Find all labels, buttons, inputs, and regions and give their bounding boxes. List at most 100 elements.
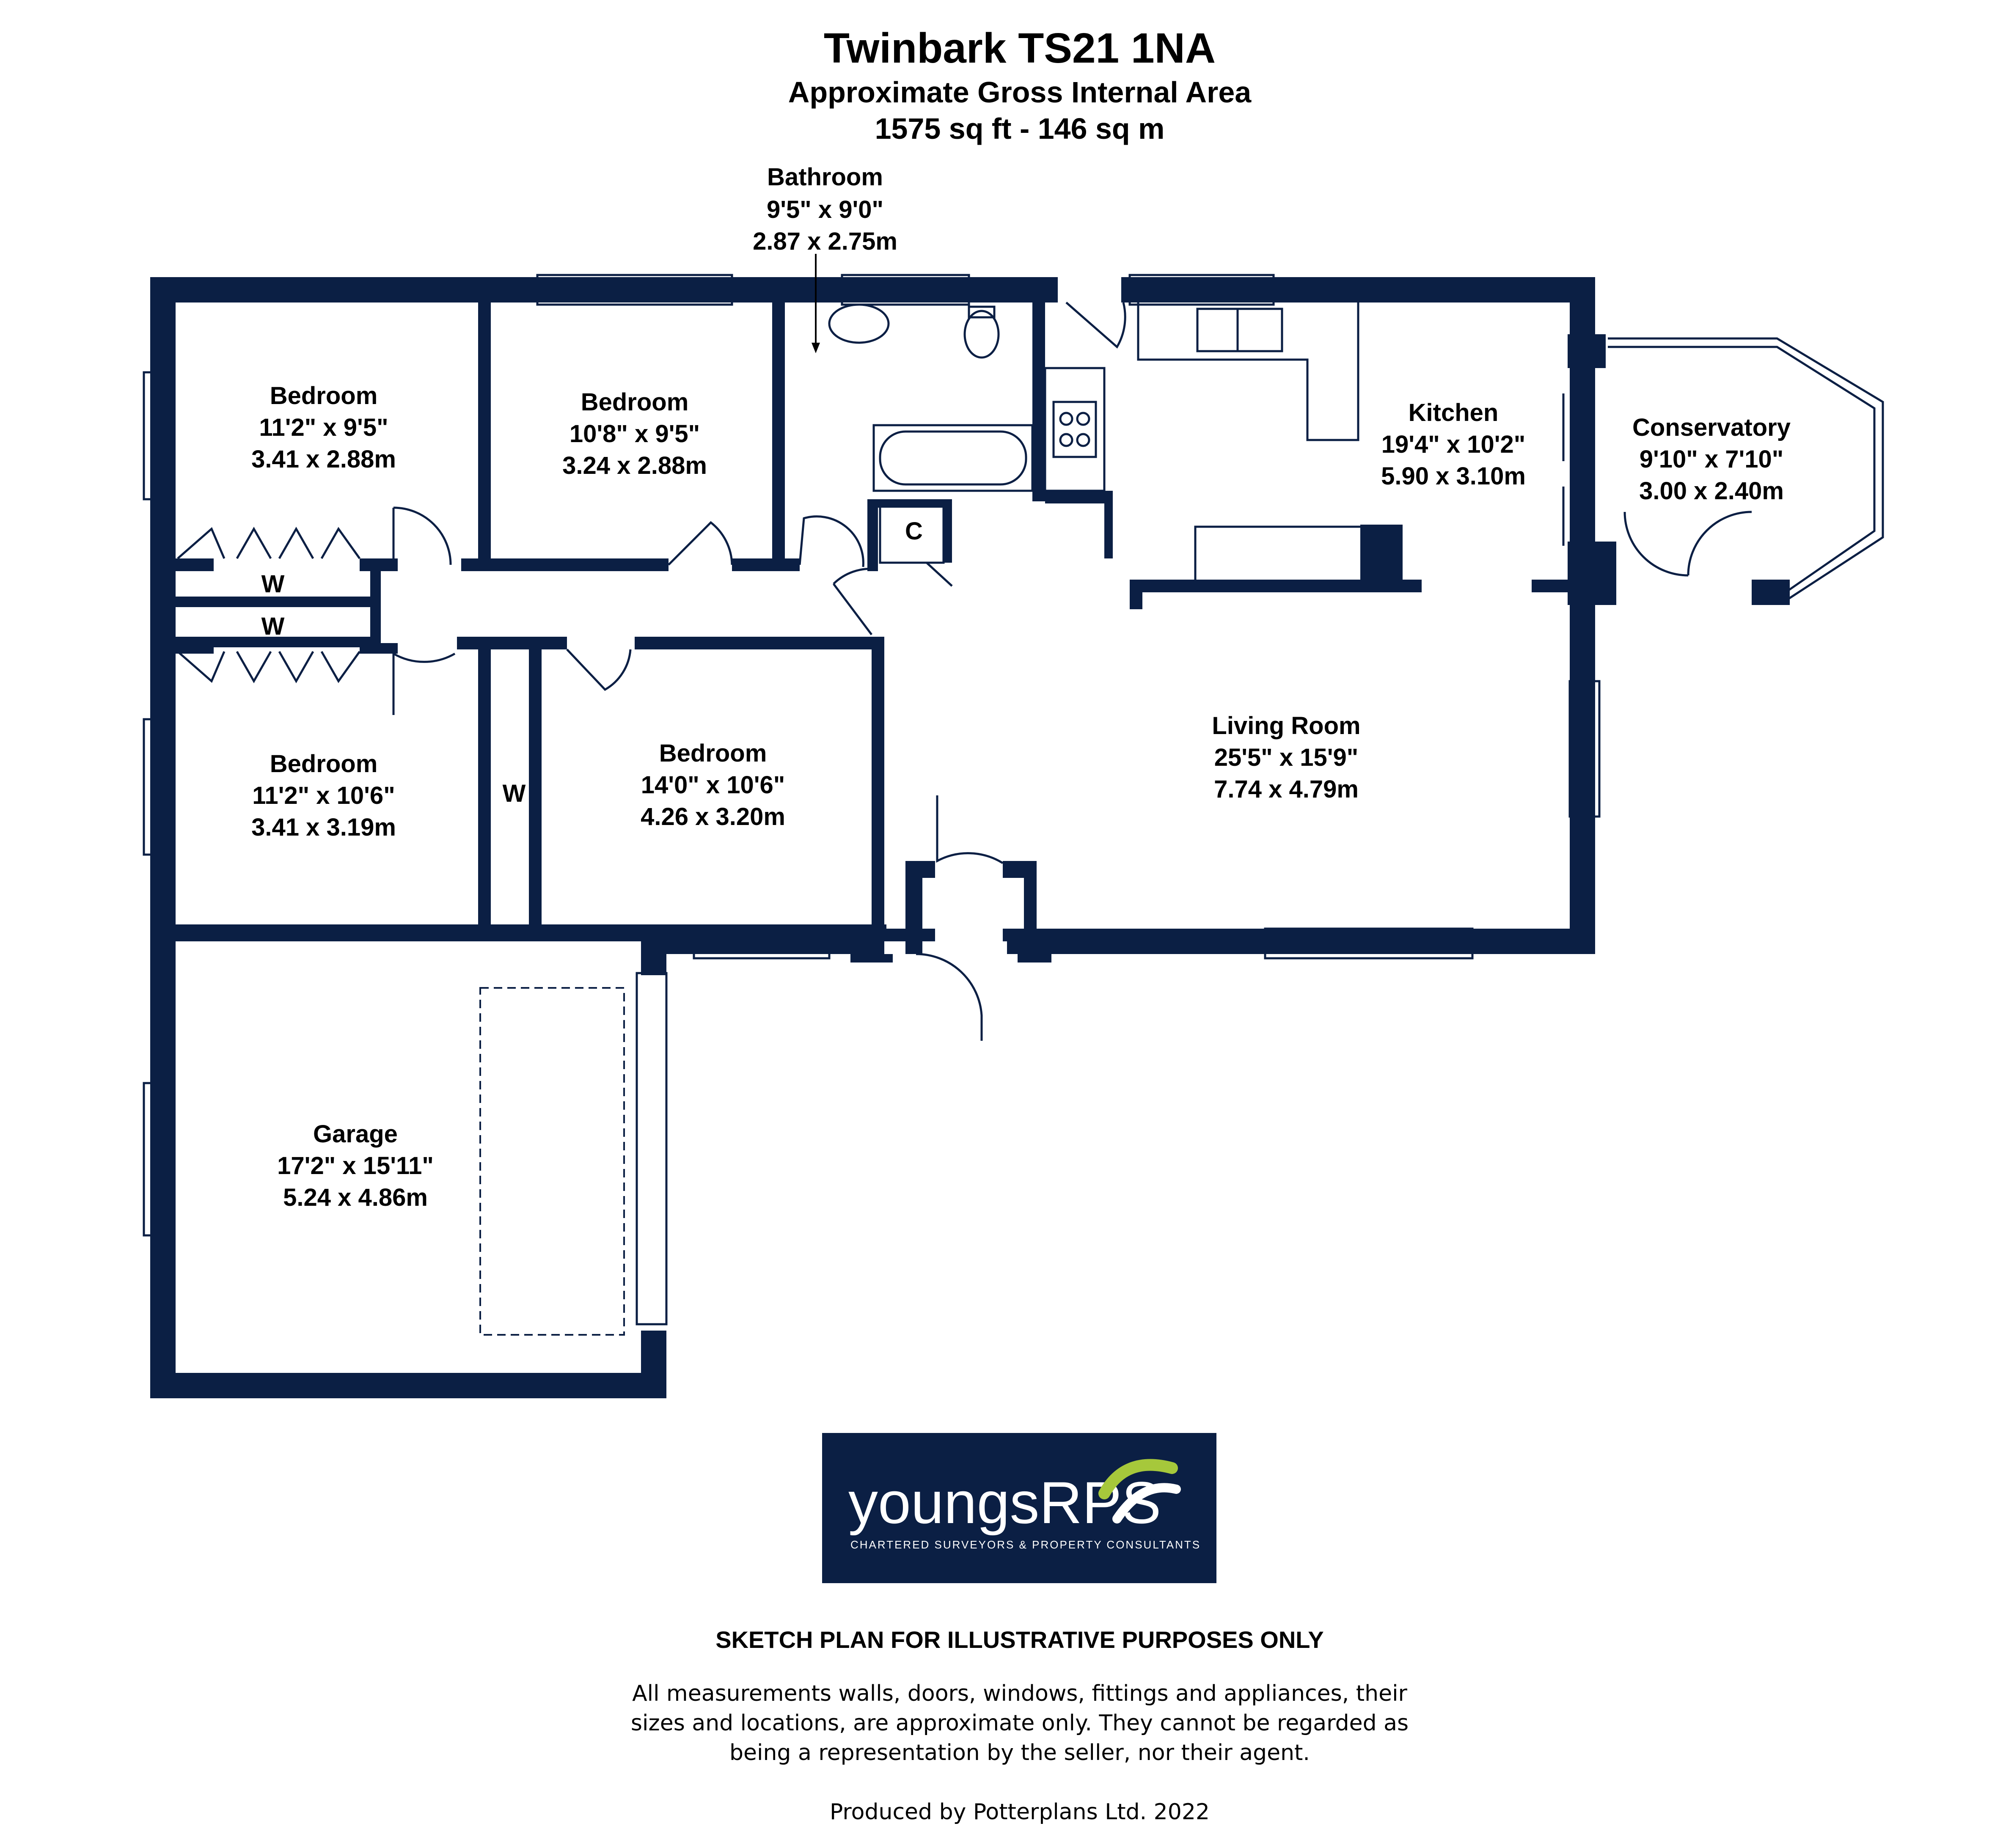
room-metric: 2.87 x 2.75m <box>753 228 897 255</box>
wall <box>635 637 876 649</box>
wardrobe-label: W <box>261 613 285 640</box>
room-imperial: 9'5" x 9'0" <box>767 196 883 223</box>
kitchen-counter <box>1137 302 1359 441</box>
wall <box>1003 929 1041 941</box>
bathroom-pointer <box>812 254 820 353</box>
disclaimer-line: sizes and locations, are approximate onl… <box>631 1710 1409 1736</box>
room-label-bedroom-4: Bedroom 14'0" x 10'6" 4.26 x 3.20m <box>641 740 785 830</box>
room-name: Garage <box>313 1120 398 1148</box>
company-logo: youngsRPS CHARTERED SURVEYORS & PROPERTY… <box>822 1433 1216 1583</box>
wall <box>944 499 952 563</box>
door <box>392 506 452 565</box>
basin-icon <box>828 303 890 344</box>
plan-area: 1575 sq ft - 146 sq m <box>875 112 1165 145</box>
plan-title: Twinbark TS21 1NA <box>824 25 1216 72</box>
walls <box>150 277 1790 1398</box>
window <box>636 972 668 1326</box>
conservatory-glazing <box>1608 337 1884 602</box>
plan-subtitle: Approximate Gross Internal Area <box>788 76 1252 109</box>
room-label-conservatory: Conservatory 9'10" x 7'10" 3.00 x 2.40m <box>1632 414 1791 505</box>
room-label-kitchen: Kitchen 19'4" x 10'2" 5.90 x 3.10m <box>1381 399 1526 490</box>
toilet-icon <box>968 305 996 319</box>
room-label-garage: Garage 17'2" x 15'11" 5.24 x 4.86m <box>277 1120 434 1211</box>
room-label-bathroom: Bathroom 9'5" x 9'0" 2.87 x 2.75m <box>753 163 897 255</box>
door <box>392 652 456 715</box>
wall <box>150 277 1058 302</box>
wall <box>176 643 214 654</box>
header: Twinbark TS21 1NA Approximate Gross Inte… <box>788 25 1252 145</box>
wall <box>850 954 893 962</box>
wardrobe-door <box>177 526 361 559</box>
room-imperial: 10'8" x 9'5" <box>570 420 700 448</box>
wall <box>150 1373 666 1398</box>
room-metric: 5.90 x 3.10m <box>1381 462 1526 490</box>
room-metric: 4.26 x 3.20m <box>641 803 785 830</box>
door <box>926 562 953 587</box>
room-imperial: 14'0" x 10'6" <box>641 771 785 799</box>
door <box>1065 302 1126 349</box>
wall <box>1045 491 1109 503</box>
door <box>936 795 1004 864</box>
disclaimer-title: SKETCH PLAN FOR ILLUSTRATIVE PURPOSES ON… <box>715 1626 1323 1653</box>
wall <box>461 558 669 571</box>
room-name: Living Room <box>1212 712 1360 740</box>
cupboard-label: C <box>905 517 923 545</box>
door <box>1687 511 1752 576</box>
fixtures <box>479 302 1366 1336</box>
room-name: Conservatory <box>1632 414 1791 441</box>
logo-swoosh-icon <box>1098 1459 1181 1524</box>
bath-icon <box>879 430 1027 486</box>
room-metric: 7.74 x 4.79m <box>1214 776 1359 803</box>
bath-icon <box>872 424 1034 492</box>
wall <box>1007 929 1595 954</box>
footer: SKETCH PLAN FOR ILLUSTRATIVE PURPOSES ON… <box>631 1626 1409 1825</box>
wall <box>176 558 214 571</box>
wall <box>150 924 886 941</box>
garage-car-outline <box>479 987 625 1336</box>
wardrobe-label: W <box>261 570 285 598</box>
wardrobe-label: W <box>503 780 526 807</box>
sink-icon <box>1196 308 1283 352</box>
room-name: Bedroom <box>270 750 378 778</box>
wall <box>370 558 381 647</box>
door <box>566 649 632 691</box>
room-name: Kitchen <box>1409 399 1499 426</box>
room-metric: 3.41 x 2.88m <box>251 446 396 473</box>
hob-ring <box>1059 412 1073 426</box>
room-label-bedroom-3: Bedroom 11'2" x 10'6" 3.41 x 3.19m <box>251 750 396 841</box>
wall <box>732 558 800 571</box>
wall <box>772 302 785 569</box>
disclaimer-line: All measurements walls, doors, windows, … <box>632 1681 1407 1706</box>
toilet-icon <box>963 310 1000 359</box>
room-imperial: 11'2" x 10'6" <box>252 782 395 809</box>
wall <box>1104 491 1113 558</box>
doors <box>177 302 1752 1041</box>
wall <box>1032 302 1045 501</box>
room-imperial: 19'4" x 10'2" <box>1381 431 1526 458</box>
kitchen-island <box>1194 525 1366 583</box>
hob-ring <box>1076 433 1090 447</box>
door <box>798 515 864 567</box>
logo-background <box>822 1433 1216 1583</box>
wall <box>360 643 398 654</box>
wall <box>478 302 491 569</box>
room-name: Bedroom <box>659 740 767 767</box>
room-name: Bedroom <box>270 382 378 410</box>
wall <box>1121 277 1595 302</box>
room-metric: 3.41 x 3.19m <box>251 814 396 841</box>
disclaimer-line: being a representation by the seller, no… <box>729 1740 1310 1766</box>
room-label-bedroom-2: Bedroom 10'8" x 9'5" 3.24 x 2.88m <box>562 388 707 479</box>
wall <box>641 1331 666 1398</box>
wall <box>478 637 491 929</box>
wall <box>1532 580 1574 592</box>
wall <box>867 499 878 571</box>
wall <box>150 277 176 1398</box>
door <box>916 953 983 1041</box>
room-name: Bathroom <box>767 163 883 191</box>
wall <box>1018 954 1051 962</box>
worktop <box>1044 367 1106 492</box>
conservatory-wall <box>1608 346 1876 594</box>
room-label-living-room: Living Room 25'5" x 15'9" 7.74 x 4.79m <box>1212 712 1360 803</box>
room-label-bedroom-1: Bedroom 11'2" x 9'5" 3.41 x 2.88m <box>251 382 396 473</box>
